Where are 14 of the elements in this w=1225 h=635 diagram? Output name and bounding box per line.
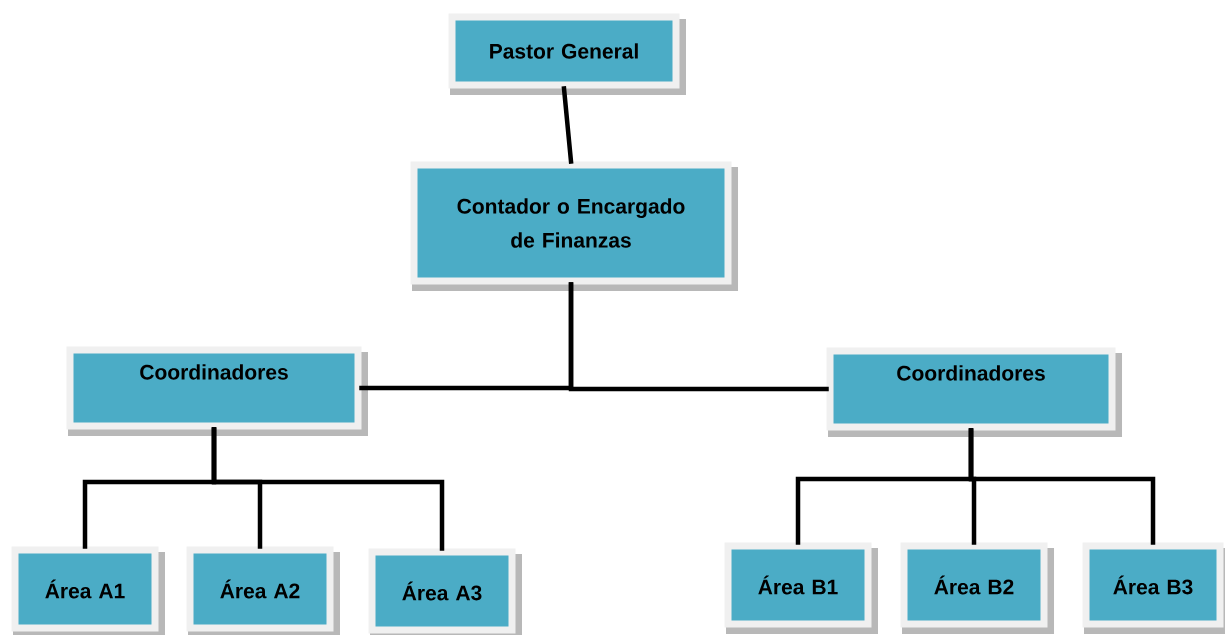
area-box: Área A1 — [11, 546, 165, 635]
connector-line — [211, 427, 445, 551]
area-box: Área A2 — [186, 546, 340, 635]
connector-line — [561, 86, 574, 164]
role-box: Coordinadores — [826, 347, 1122, 437]
role-box: Contador o Encargado de Finanzas — [410, 161, 738, 291]
role-box: Pastor General — [448, 13, 686, 95]
area-box: Área B3 — [1082, 542, 1225, 634]
area-box: Área A3 — [368, 548, 522, 635]
role-box: Coordinadores — [66, 346, 368, 436]
connector-line — [968, 428, 1156, 545]
connector-line — [568, 282, 829, 392]
area-box: Área B1 — [724, 542, 878, 634]
area-box: Área B2 — [900, 542, 1054, 634]
